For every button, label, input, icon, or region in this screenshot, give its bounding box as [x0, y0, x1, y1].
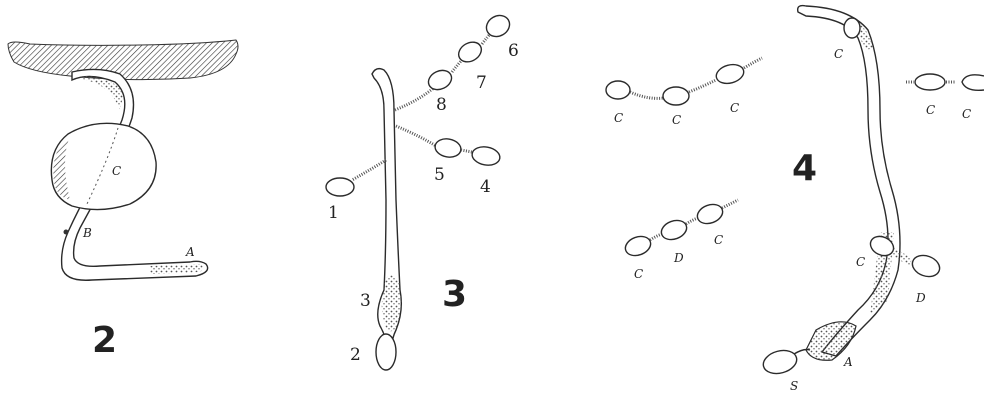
label-2: 2 — [350, 345, 361, 365]
label-c: C — [634, 267, 643, 281]
hyphal-chain-4 — [461, 150, 472, 152]
hyphal-chain-upper — [395, 86, 436, 110]
label-c: C — [856, 255, 865, 269]
label-5: 5 — [434, 165, 445, 185]
figure-number: 2 — [92, 320, 117, 361]
chain-link — [650, 234, 662, 240]
spore-c3 — [714, 62, 746, 87]
figure-2: C B A 2 — [8, 40, 238, 361]
chain-link — [686, 218, 698, 224]
chain-link — [630, 92, 664, 98]
label-c: C — [730, 101, 739, 115]
label-a: A — [843, 355, 853, 369]
spore-7 — [455, 38, 485, 66]
label-c: C — [926, 103, 935, 117]
spore-5 — [434, 137, 463, 159]
label-s: S — [790, 379, 798, 393]
label-c: C — [714, 233, 723, 247]
label-c: C — [834, 47, 843, 61]
label-b: B — [82, 226, 92, 240]
label-a: A — [185, 245, 195, 259]
figure-number: 4 — [792, 148, 817, 189]
chain-link — [689, 80, 716, 92]
chain-link — [722, 200, 738, 208]
spore-d-partial — [962, 75, 984, 90]
figure-number: 3 — [442, 274, 467, 315]
spore-c1 — [606, 81, 630, 99]
spore-2 — [376, 334, 396, 370]
hyphal-chain-1 — [352, 160, 386, 180]
substrate-mass — [8, 40, 238, 80]
label-c: D — [673, 251, 684, 265]
spore-c5 — [659, 217, 690, 243]
figure-3: 6 7 8 5 4 1 3 2 3 — [326, 11, 519, 370]
hyphal-chain-5 — [396, 126, 436, 146]
label-c: C — [614, 111, 623, 125]
label-d: D — [915, 291, 926, 305]
spore-c6 — [695, 201, 726, 227]
spore-6 — [483, 11, 514, 40]
label-8: 8 — [436, 95, 447, 115]
point-b — [64, 230, 69, 235]
spore-s — [761, 347, 800, 377]
label-3: 3 — [360, 291, 371, 311]
spore-c4 — [623, 233, 654, 259]
spore-c2 — [663, 87, 689, 105]
spore-1 — [326, 178, 354, 196]
label-c: C — [112, 164, 121, 178]
label-7: 7 — [476, 73, 487, 93]
chain-link — [744, 58, 762, 68]
label-d: C — [962, 107, 971, 121]
spore-c7 — [915, 74, 945, 90]
label-6: 6 — [508, 41, 519, 61]
figure-4: C C C C D C C C C C D S — [606, 6, 984, 393]
label-1: 1 — [328, 203, 339, 223]
spore-4 — [471, 145, 502, 168]
spore-c-top — [844, 18, 860, 38]
label-4: 4 — [480, 177, 491, 197]
label-c: C — [672, 113, 681, 127]
spore-d2 — [909, 252, 942, 280]
